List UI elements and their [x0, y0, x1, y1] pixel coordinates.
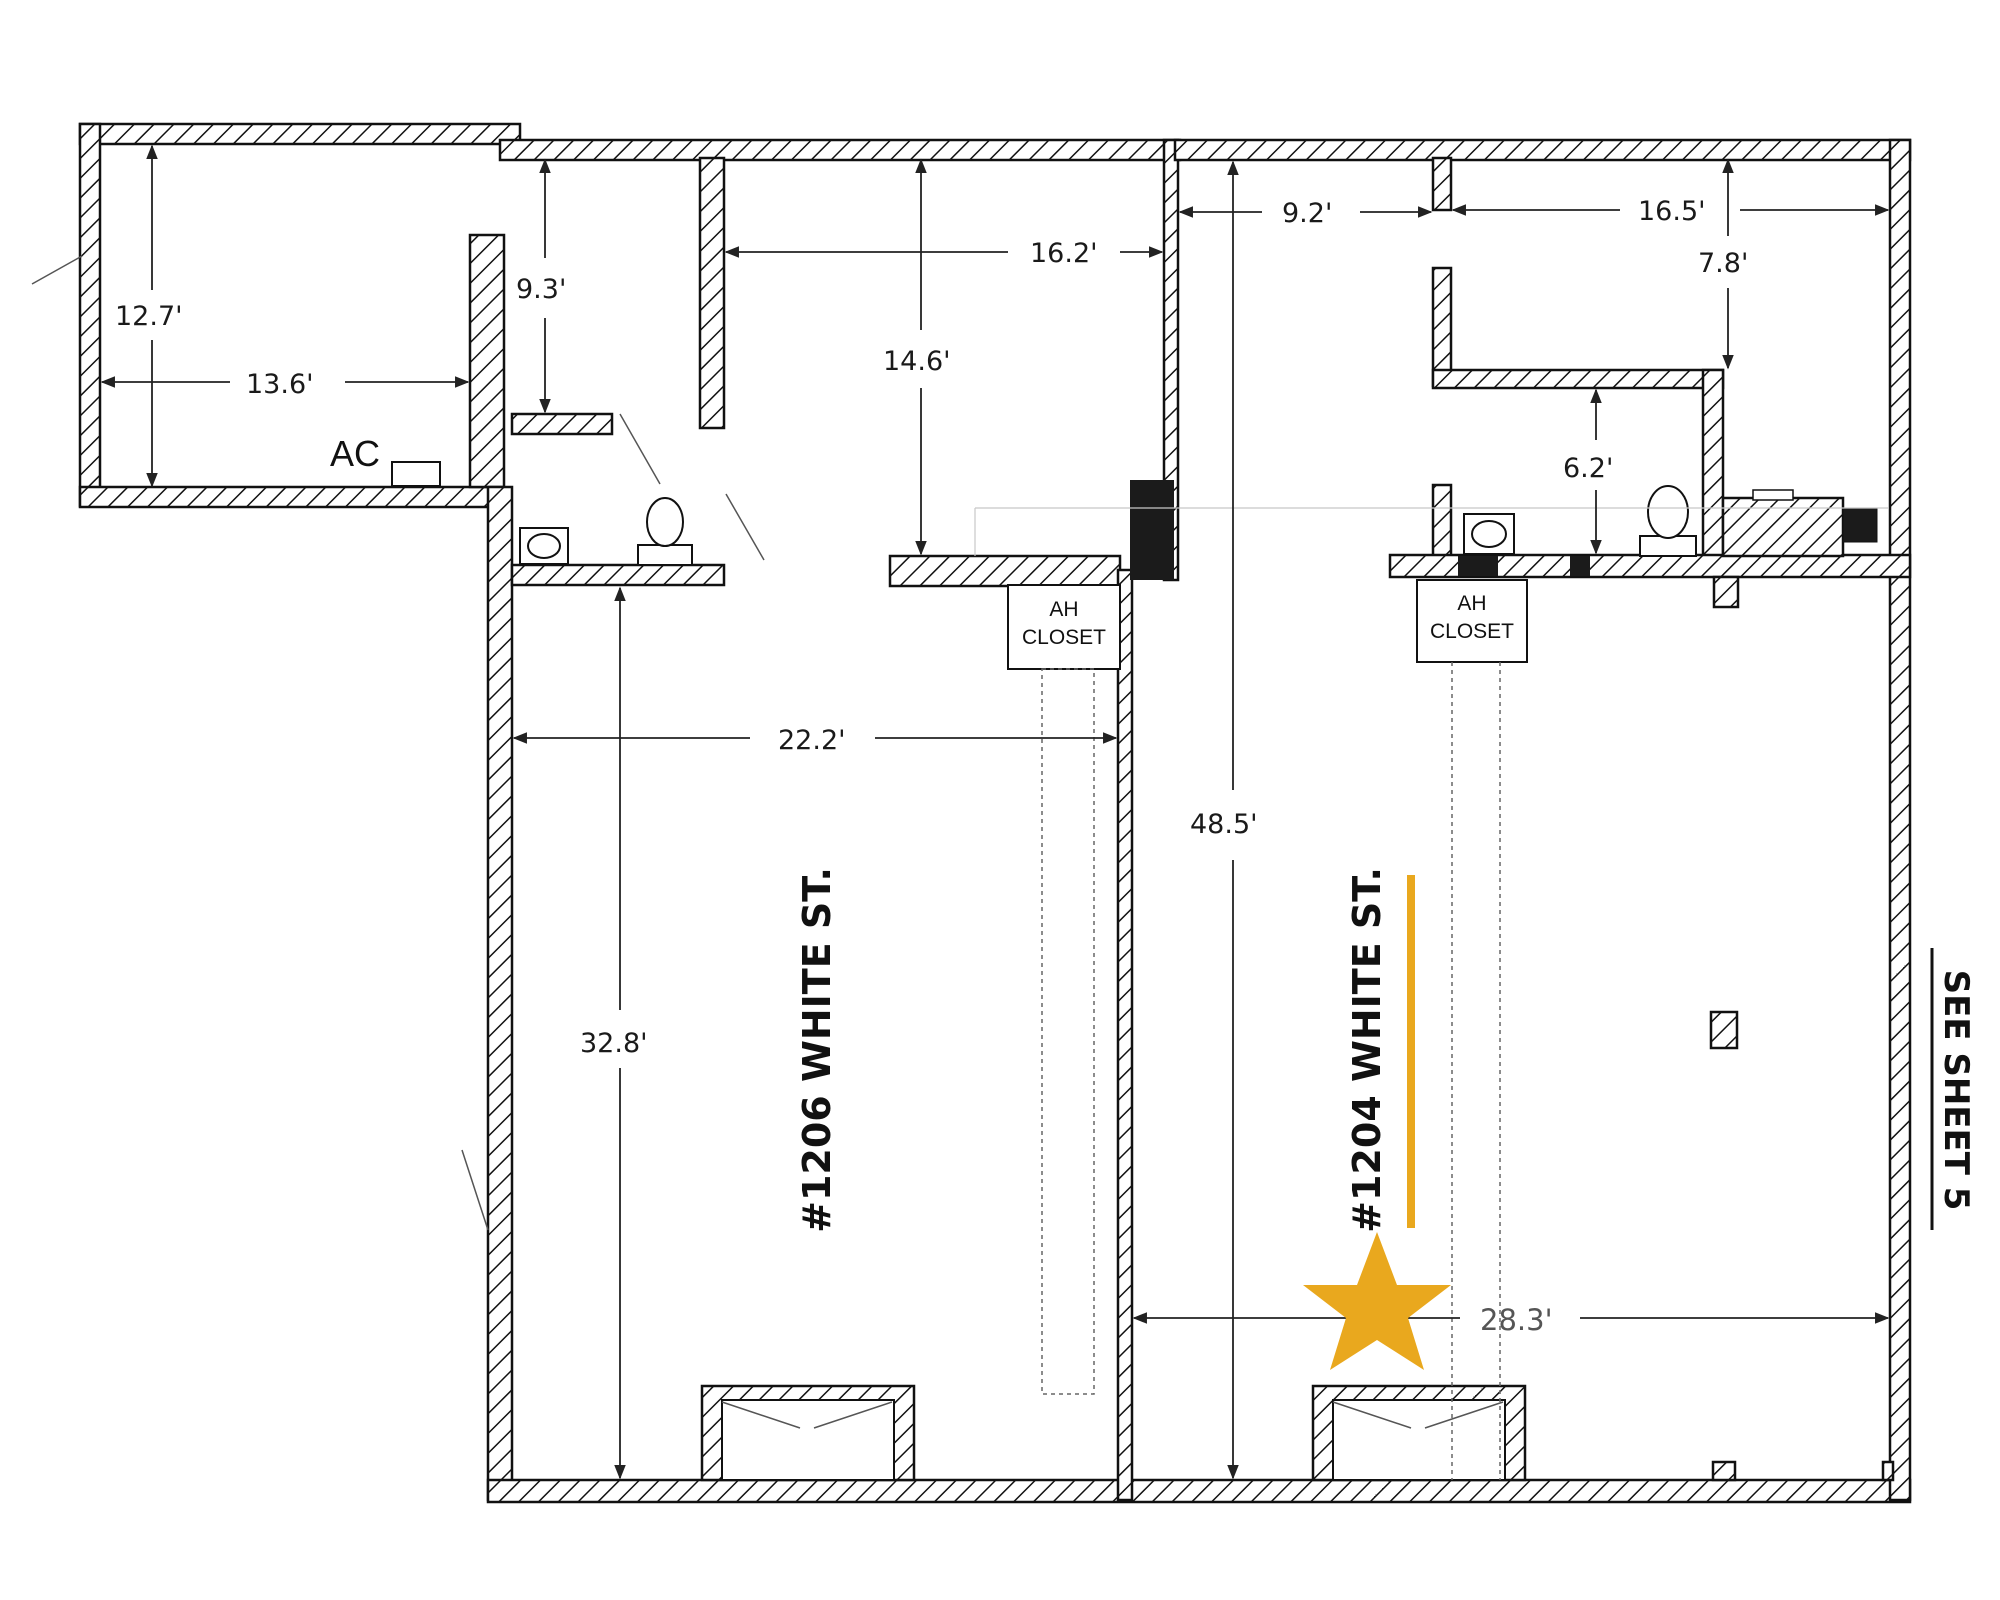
dim-13-6: 13.6': [246, 369, 314, 400]
wall: [1701, 368, 1725, 558]
dim-7-8: 7.8': [1698, 248, 1748, 279]
dim-14-6: 14.6': [883, 346, 951, 377]
wall: [1881, 1460, 1895, 1482]
wall: [698, 156, 726, 430]
walls: [78, 122, 1912, 1504]
dim-9-2: 9.2': [1282, 198, 1332, 229]
toilet-bowl-1204: [1647, 485, 1689, 539]
dim-16-2: 16.2': [1030, 238, 1098, 269]
wall: [78, 485, 492, 509]
wall: [468, 233, 506, 489]
dimension-lines: [100, 144, 1890, 1480]
wall: [486, 1478, 1912, 1504]
meter: [1752, 489, 1794, 501]
wall: [1712, 575, 1740, 609]
fixtures: [391, 461, 1878, 566]
ac-unit: [391, 461, 441, 487]
dim-32-8: 32.8': [580, 1028, 648, 1059]
toilet-tank-1206: [637, 544, 693, 566]
ah-closet-1204: AH CLOSET: [1416, 579, 1528, 663]
dim-12-7: 12.7': [115, 301, 183, 332]
wall-fill-dark: [1130, 480, 1174, 580]
dim-48-5: 48.5': [1190, 809, 1258, 840]
wall: [78, 122, 522, 146]
storefront-1206: [700, 1384, 916, 1482]
ah-closet-1206: AH CLOSET: [1007, 584, 1121, 670]
wall: [1431, 156, 1453, 212]
unit-label-1204: #1204 WHITE ST.: [1345, 867, 1389, 1233]
storefront-1204: [1311, 1384, 1527, 1482]
wall: [1711, 1460, 1737, 1482]
wall: [1721, 496, 1845, 558]
panel-box: [1842, 507, 1878, 543]
dim-9-3: 9.3': [516, 274, 566, 305]
dim-6-2: 6.2': [1563, 453, 1613, 484]
ah-closet-label-2: CLOSET: [1430, 620, 1514, 643]
wall: [1173, 138, 1912, 162]
wall: [78, 122, 102, 508]
doors: [31, 255, 765, 1231]
wall: [510, 563, 726, 587]
wall: [1431, 266, 1453, 388]
ac-label: AC: [330, 433, 380, 474]
wall: [498, 138, 1182, 162]
wall: [1431, 368, 1725, 390]
dimension-labels: 12.7' 13.6' 9.3' 16.2' 14.6' 22.2' 32.8'…: [115, 196, 1748, 1337]
wall-fill-dark: [1458, 556, 1498, 576]
see-sheet-note: SEE SHEET 5: [1930, 948, 1976, 1230]
ah-closet-label-2: CLOSET: [1022, 626, 1106, 649]
see-sheet-label: SEE SHEET 5: [1936, 970, 1976, 1211]
dim-16-5: 16.5': [1638, 196, 1706, 227]
ah-closet-label-1: AH: [1457, 592, 1486, 615]
toilet-bowl-1206: [646, 497, 684, 547]
ah-closet-label-1: AH: [1049, 598, 1078, 621]
ducts: [974, 507, 1888, 1480]
dim-22-2: 22.2': [778, 725, 846, 756]
dim-28-3: 28.3': [1480, 1303, 1553, 1337]
wall-fill-dark: [1570, 556, 1590, 576]
wall: [1888, 138, 1912, 1502]
wall: [1116, 568, 1134, 1502]
wall: [486, 485, 514, 1502]
wall: [1431, 483, 1453, 562]
wall: [510, 412, 614, 436]
location-marker: [1303, 875, 1451, 1370]
unit-label-1206: #1206 WHITE ST.: [795, 867, 839, 1233]
star-icon: [1303, 1232, 1451, 1370]
column: [1709, 1010, 1739, 1050]
wall: [888, 554, 1122, 588]
